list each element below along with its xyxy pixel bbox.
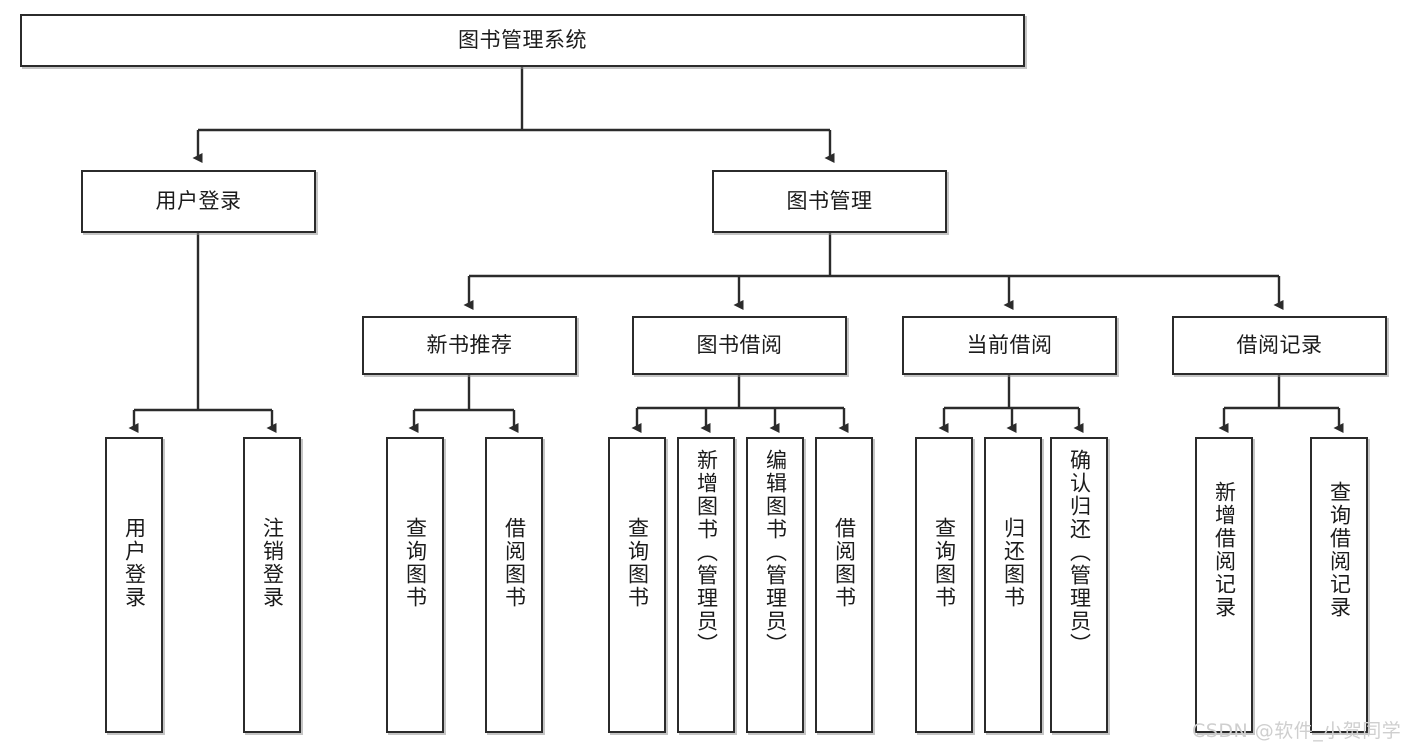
leaf-borrow-query-book-label: 查询图书	[625, 517, 650, 609]
leaf-borrow-borrow-book-label: 借阅图书	[832, 517, 857, 609]
leaf-borrow-borrow-book[interactable]: 借阅图书	[815, 437, 873, 733]
node-user-login[interactable]: 用户登录	[81, 170, 316, 233]
leaf-record-query-label: 查询借阅记录	[1327, 481, 1352, 619]
node-current-borrow-label: 当前借阅	[966, 333, 1053, 358]
leaf-record-add-label: 新增借阅记录	[1212, 481, 1237, 619]
leaf-current-return-book-label: 归还图书	[1001, 517, 1026, 609]
leaf-user-login-signout[interactable]: 注销登录	[243, 437, 301, 733]
node-new-book-recommend-label: 新书推荐	[426, 333, 513, 358]
node-book-management-label: 图书管理	[786, 189, 873, 214]
leaf-new-book-borrow-label: 借阅图书	[502, 517, 527, 609]
leaf-user-login-signin-label: 用户登录	[122, 517, 147, 609]
leaf-borrow-query-book[interactable]: 查询图书	[608, 437, 666, 733]
node-new-book-recommend[interactable]: 新书推荐	[362, 316, 577, 375]
node-root-label: 图书管理系统	[458, 28, 587, 53]
leaf-record-add[interactable]: 新增借阅记录	[1195, 437, 1253, 733]
node-current-borrow[interactable]: 当前借阅	[902, 316, 1117, 375]
node-book-management[interactable]: 图书管理	[712, 170, 947, 233]
csdn-watermark: CSDN @软件_小贺同学	[1192, 720, 1402, 742]
leaf-record-query[interactable]: 查询借阅记录	[1310, 437, 1368, 733]
leaf-borrow-add-book[interactable]: 新增图书（管理员）	[677, 437, 735, 733]
leaf-borrow-edit-book[interactable]: 编辑图书（管理员）	[746, 437, 804, 733]
node-book-borrow[interactable]: 图书借阅	[632, 316, 847, 375]
node-borrow-record-label: 借阅记录	[1236, 333, 1323, 358]
leaf-borrow-add-book-label: 新增图书（管理员）	[694, 449, 719, 656]
leaf-user-login-signin[interactable]: 用户登录	[105, 437, 163, 733]
leaf-current-query-book-label: 查询图书	[932, 517, 957, 609]
leaf-current-return-book[interactable]: 归还图书	[984, 437, 1042, 733]
leaf-new-book-borrow[interactable]: 借阅图书	[485, 437, 543, 733]
leaf-new-book-query[interactable]: 查询图书	[386, 437, 444, 733]
node-book-borrow-label: 图书借阅	[696, 333, 783, 358]
node-root[interactable]: 图书管理系统	[20, 14, 1025, 67]
node-user-login-label: 用户登录	[155, 189, 242, 214]
leaf-current-query-book[interactable]: 查询图书	[915, 437, 973, 733]
leaf-borrow-edit-book-label: 编辑图书（管理员）	[763, 449, 788, 656]
leaf-new-book-query-label: 查询图书	[403, 517, 428, 609]
node-borrow-record[interactable]: 借阅记录	[1172, 316, 1387, 375]
leaf-current-confirm-return[interactable]: 确认归还（管理员）	[1050, 437, 1108, 733]
leaf-user-login-signout-label: 注销登录	[260, 517, 285, 609]
leaf-current-confirm-return-label: 确认归还（管理员）	[1067, 449, 1092, 656]
